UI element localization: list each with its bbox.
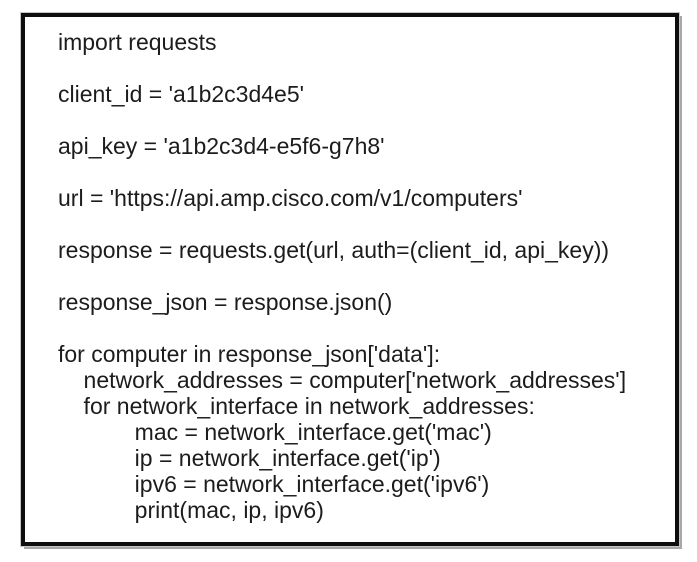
python-code-snippet: import requests client_id = 'a1b2c3d4e5'… <box>58 29 627 523</box>
code-exhibit-panel: import requests client_id = 'a1b2c3d4e5'… <box>21 13 679 546</box>
